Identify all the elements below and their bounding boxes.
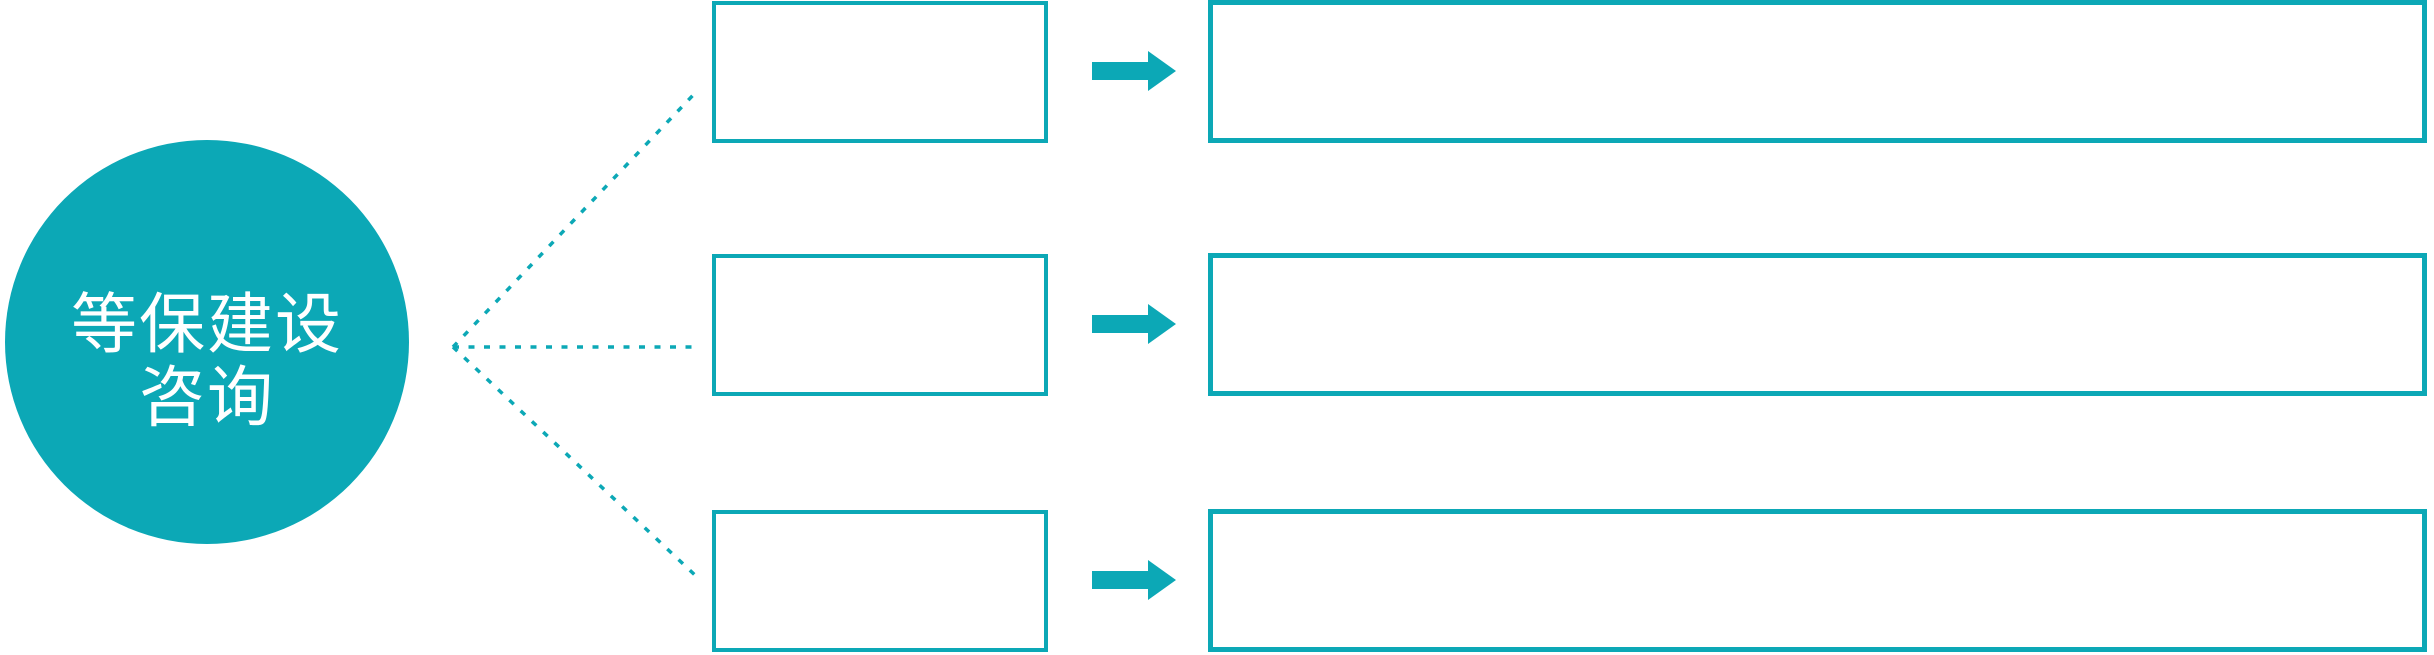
category-box-3 — [712, 510, 1048, 652]
arrow-right-icon — [1092, 51, 1176, 91]
category-box-2 — [712, 254, 1048, 396]
diagram-row-2 — [0, 253, 2434, 396]
description-box-3 — [1208, 509, 2427, 652]
center-node-circle: 等保建设 咨询 — [5, 140, 409, 544]
diagram-row-3 — [0, 509, 2434, 652]
arrow-right-icon — [1092, 560, 1176, 600]
center-node-label-line1: 等保建设 — [71, 287, 343, 361]
center-node-label: 等保建设 咨询 — [71, 288, 343, 434]
diagram-row-1 — [0, 0, 2434, 143]
description-box-1 — [1208, 0, 2427, 143]
category-box-1 — [712, 1, 1048, 143]
center-node-label-line2: 咨询 — [139, 360, 275, 434]
arrow-right-icon — [1092, 304, 1176, 344]
description-box-2 — [1208, 253, 2427, 396]
